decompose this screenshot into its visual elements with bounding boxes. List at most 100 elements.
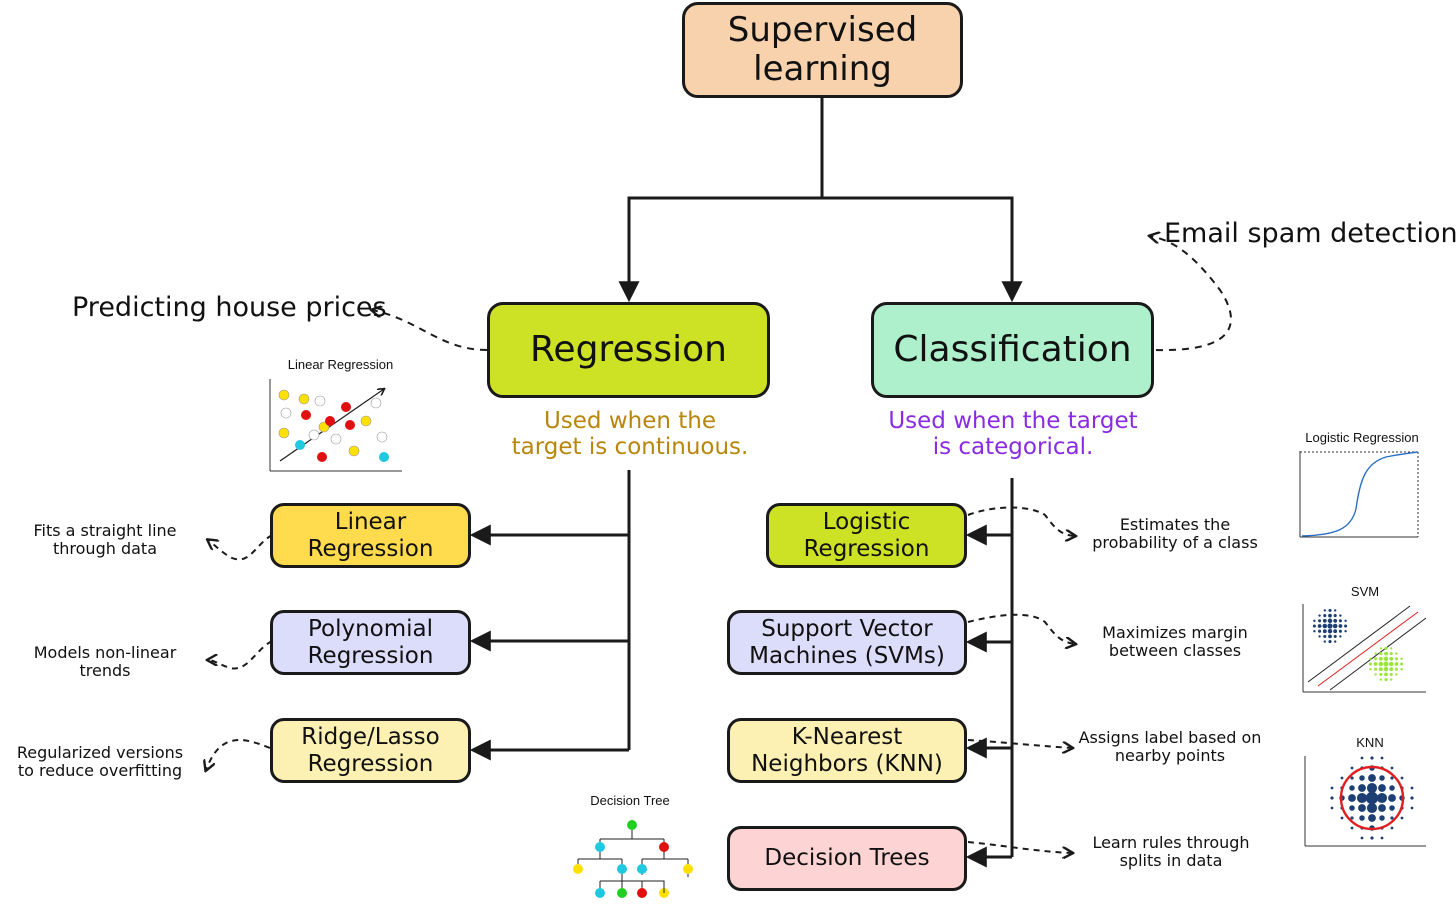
svm-point [1374, 657, 1378, 661]
decision-trees-desc: Learn rules through splits in data [1092, 833, 1250, 871]
regression-note: Used when the target is continuous. [511, 408, 749, 461]
knn-point [1349, 805, 1355, 811]
regression-example-dashed-arrow [372, 310, 488, 351]
knn-point [1376, 792, 1388, 804]
knn-point [1379, 815, 1385, 821]
svm-point [1379, 647, 1382, 650]
svm-class-b-cluster [1368, 646, 1404, 682]
knn-point [1348, 794, 1356, 802]
knn-point [1330, 796, 1334, 800]
svm-point [1384, 646, 1388, 650]
knn-point [1390, 766, 1394, 770]
knn-point [1390, 816, 1394, 820]
knn-point [1359, 775, 1365, 781]
knn-point [1368, 814, 1376, 822]
svm-point [1379, 678, 1382, 681]
svm-point [1323, 614, 1327, 618]
node-supervised-learning-label: Supervised learning [727, 9, 918, 89]
svm-point [1327, 628, 1333, 634]
svm-point [1389, 672, 1393, 676]
svm-point [1400, 657, 1403, 660]
svm-point [1334, 640, 1337, 643]
node-ridge-lasso-regression-label: Ridge/Lasso Regression [301, 724, 440, 777]
svm-point [1317, 624, 1322, 628]
logistic-regression-thumbnail-title: Logistic Regression [1305, 430, 1419, 445]
svm-point [1327, 618, 1333, 624]
svm-thumbnail-title: SVM [1350, 584, 1380, 599]
classification-example-dashed-arrow [1150, 236, 1232, 352]
classification-note: Used when the target is categorical. [888, 408, 1138, 461]
knn-point [1400, 776, 1404, 780]
polynomial-regression-desc: Models non-linear trends [33, 643, 177, 681]
svm-point [1390, 647, 1393, 650]
svm-point [1323, 609, 1326, 612]
svm-point [1383, 656, 1389, 662]
knn-point [1379, 775, 1385, 781]
node-logistic-regression: Logistic Regression [766, 503, 967, 568]
svm-point [1368, 662, 1372, 666]
svm-point [1373, 662, 1378, 666]
svm-point [1369, 657, 1372, 660]
svm-point [1369, 668, 1372, 671]
node-knn: K-Nearest Neighbors (KNN) [727, 718, 967, 783]
node-knn-label: K-Nearest Neighbors (KNN) [751, 724, 943, 777]
svm-point [1389, 667, 1394, 672]
knn-point [1365, 791, 1379, 805]
svm-point [1384, 672, 1388, 677]
svm-point [1394, 662, 1399, 666]
svm-point [1339, 614, 1342, 617]
svm-point [1323, 640, 1326, 643]
svm-point [1379, 652, 1383, 656]
svm-point [1394, 667, 1398, 671]
svm-desc-dashed-arrow [967, 613, 1075, 644]
knn-point [1410, 806, 1414, 810]
svm-desc: Maximizes margin between classes [1102, 623, 1248, 661]
decision-tree-thumbnail [573, 820, 693, 898]
svm-class-a-cluster [1312, 608, 1348, 644]
svm-point [1338, 624, 1343, 628]
knn-point [1370, 756, 1374, 760]
logistic-regression-thumbnail [1299, 451, 1419, 538]
root-to-regression-arrow [618, 196, 822, 303]
svm-point [1378, 656, 1383, 661]
decision-tree-thumbnail-title: Decision Tree [590, 793, 670, 808]
svm-point [1395, 673, 1398, 676]
svm-point [1400, 668, 1403, 671]
svm-point [1344, 630, 1347, 633]
knn-point [1378, 804, 1386, 812]
node-linear-regression-label: Linear Regression [307, 509, 434, 562]
knn-point [1350, 766, 1354, 770]
svm-point [1313, 630, 1316, 633]
svm-point [1323, 634, 1327, 638]
knn-point [1390, 826, 1394, 830]
svm-point [1344, 624, 1348, 628]
knn-point [1350, 776, 1354, 780]
node-svm: Support Vector Machines (SVMs) [727, 610, 967, 675]
classification-example: Email spam detection [1164, 218, 1456, 249]
knn-thumbnail-title: KNN [1356, 735, 1384, 750]
node-logistic-regression-label: Logistic Regression [803, 509, 930, 562]
svm-thumbnail [1302, 604, 1427, 693]
knn-point [1358, 784, 1366, 792]
node-classification: Classification [871, 302, 1154, 398]
knn-point [1359, 815, 1365, 821]
svm-point [1383, 661, 1389, 667]
node-regression: Regression [487, 302, 770, 398]
node-classification-label: Classification [893, 329, 1132, 371]
knn-point [1340, 776, 1344, 780]
tree-desc-dashed-arrow [967, 841, 1072, 853]
knn-point [1330, 806, 1334, 810]
ridge-desc-dashed-arrow [206, 739, 271, 770]
knn-point [1366, 782, 1378, 794]
knn-point [1370, 836, 1374, 840]
linear-regression-thumbnail-title: Linear Regression [287, 357, 394, 372]
knn-point [1330, 786, 1334, 790]
logistic-regression-desc: Estimates the probability of a class [1092, 515, 1258, 553]
knn-point [1368, 774, 1376, 782]
knn-point [1380, 836, 1384, 840]
knn-point [1410, 786, 1414, 790]
svm-point [1338, 629, 1342, 633]
svm-point [1384, 651, 1388, 656]
